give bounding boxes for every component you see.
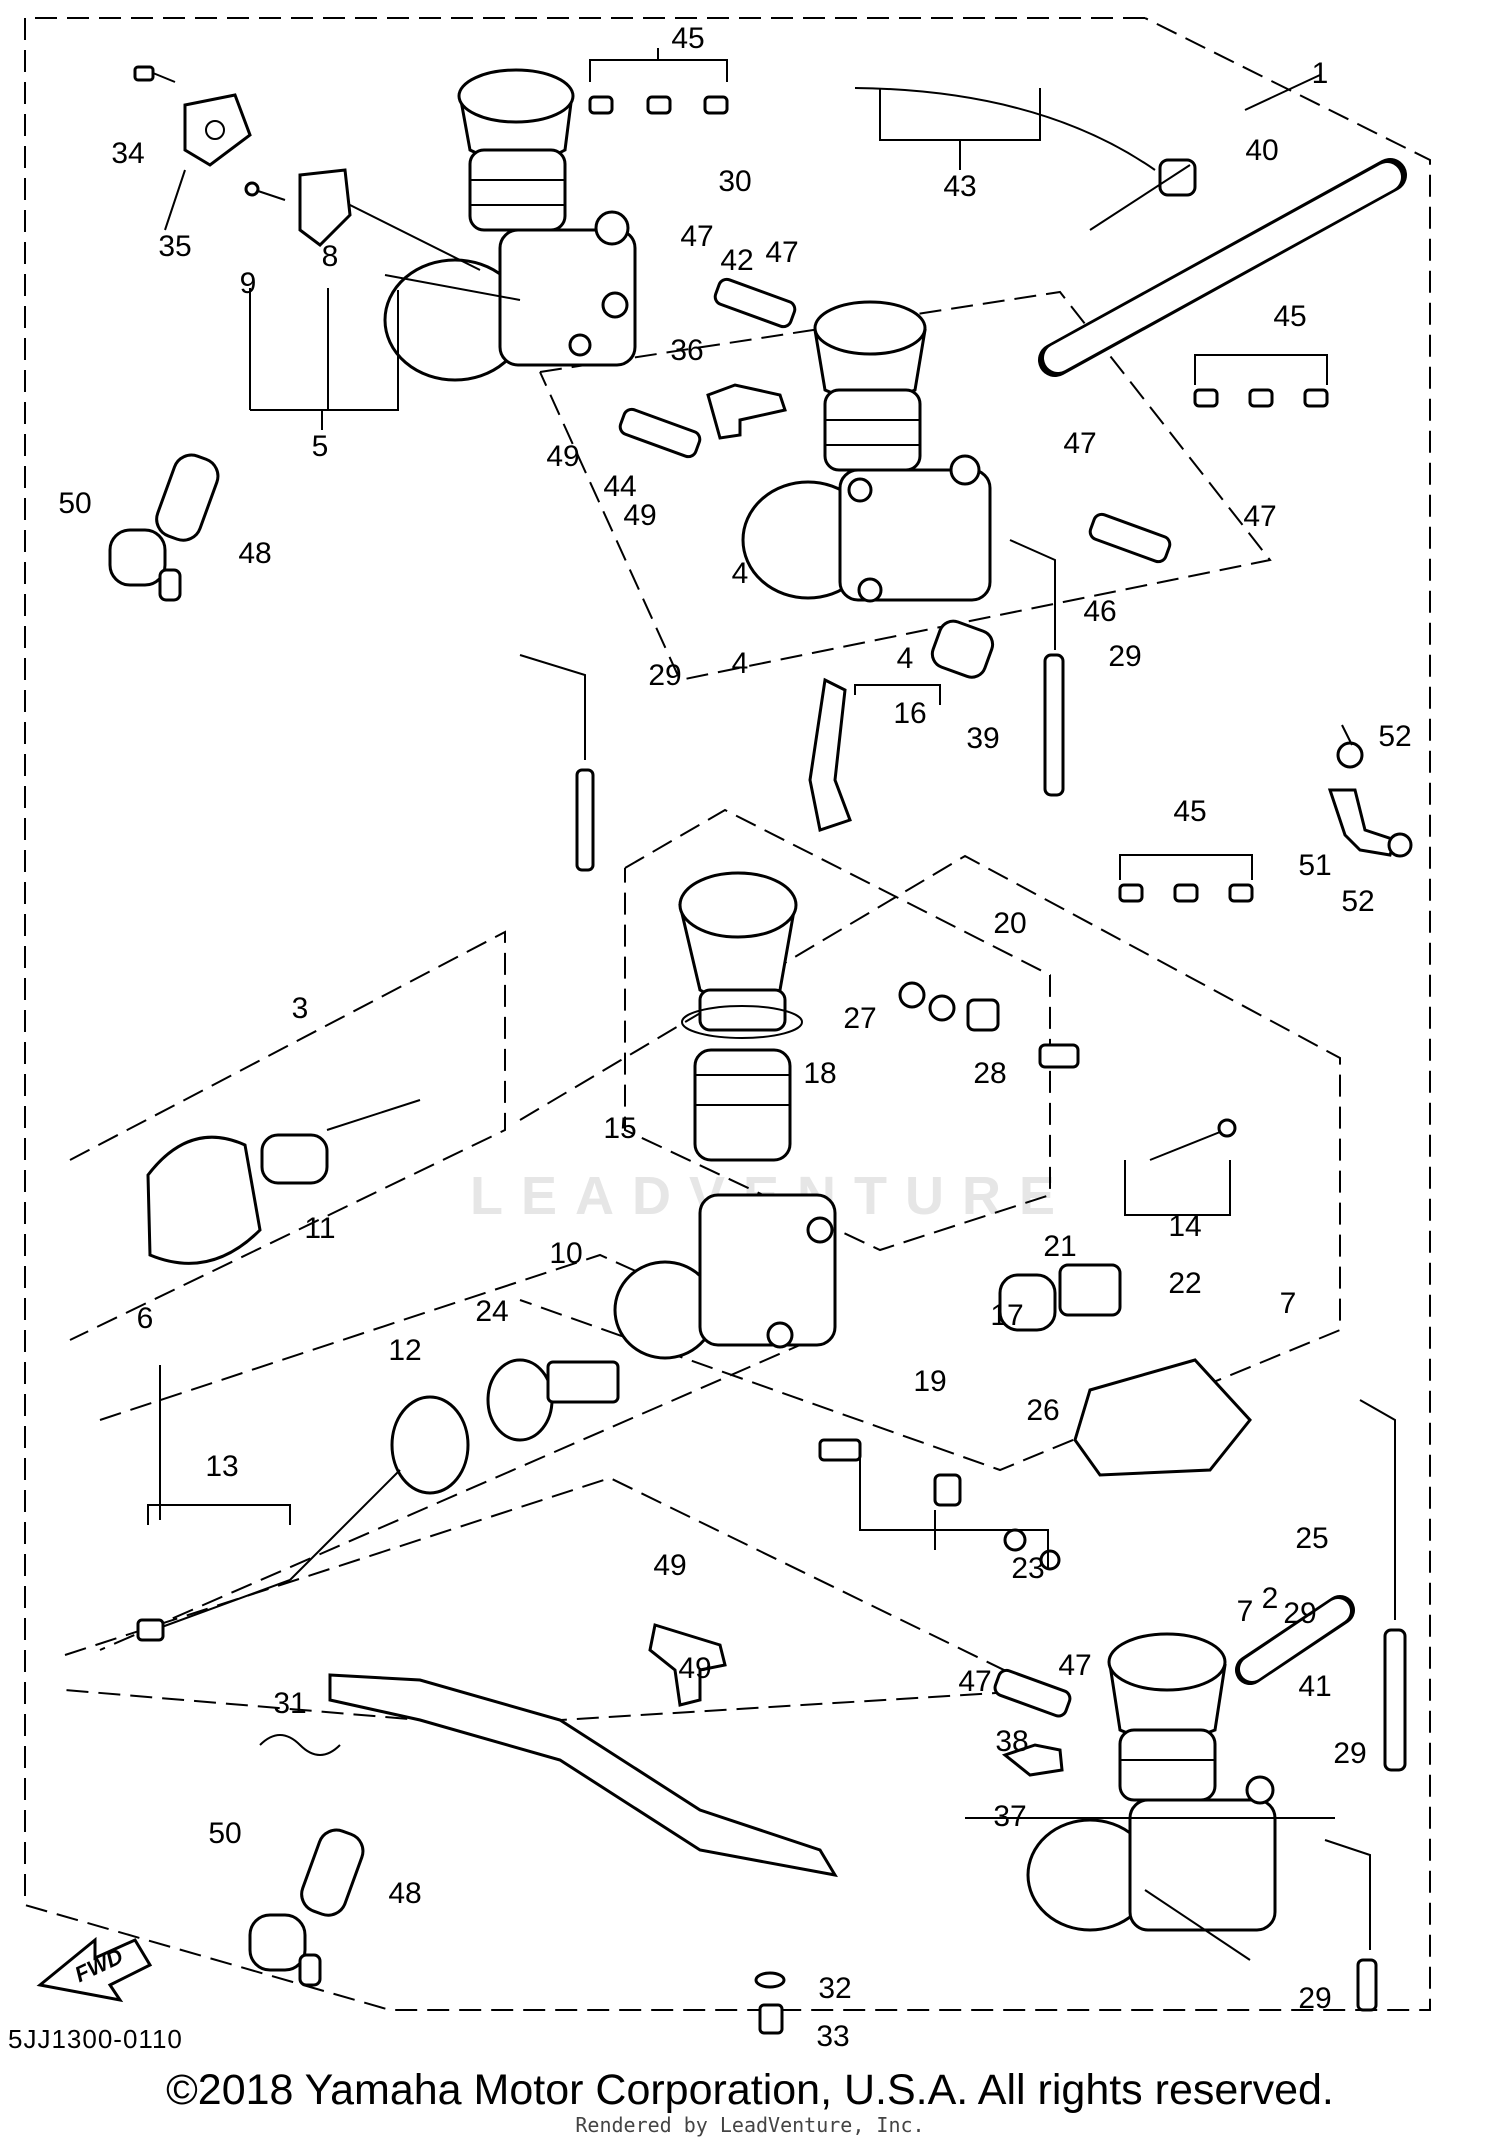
callout-12: 12 <box>388 1334 421 1367</box>
callout-26: 26 <box>1026 1394 1059 1427</box>
callout-37: 37 <box>993 1800 1026 1833</box>
callout-47: 47 <box>1063 427 1096 460</box>
callout-27: 27 <box>843 1002 876 1035</box>
rendered-by-credit: Rendered by LeadVenture, Inc. <box>575 2113 925 2137</box>
callout-35: 35 <box>158 230 191 263</box>
callout-49: 49 <box>678 1652 711 1685</box>
callout-2: 2 <box>1262 1582 1279 1615</box>
callout-47: 47 <box>1243 500 1276 533</box>
callout-46: 46 <box>1083 595 1116 628</box>
sub-assembly-3-boundary <box>69 930 506 1341</box>
callout-45: 45 <box>1173 795 1206 828</box>
callout-39: 39 <box>966 722 999 755</box>
callout-45: 45 <box>671 22 704 55</box>
callout-50: 50 <box>208 1817 241 1850</box>
callout-51: 51 <box>1298 849 1331 882</box>
callout-4: 4 <box>897 642 914 675</box>
leader-lines <box>147 48 1353 1570</box>
callout-19: 19 <box>913 1365 946 1398</box>
callout-47: 47 <box>958 1665 991 1698</box>
callout-52: 52 <box>1378 720 1411 753</box>
callout-48: 48 <box>388 1877 421 1910</box>
callout-44: 44 <box>603 470 636 503</box>
callout-38: 38 <box>995 1725 1028 1758</box>
callout-6: 6 <box>137 1302 154 1335</box>
callout-10: 10 <box>549 1237 582 1270</box>
callout-40: 40 <box>1245 134 1278 167</box>
callout-34: 34 <box>111 137 144 170</box>
callout-7: 7 <box>1280 1287 1297 1320</box>
callout-45: 45 <box>1273 300 1306 333</box>
callout-22: 22 <box>1168 1267 1201 1300</box>
fwd-arrow: FWD <box>36 1936 153 2003</box>
callout-21: 21 <box>1043 1230 1076 1263</box>
callout-17: 17 <box>990 1299 1023 1332</box>
sub-assembly-jets-boundary <box>519 854 1341 1472</box>
diagram-code: 5JJ1300-0110 <box>8 2024 183 2054</box>
callout-5: 5 <box>312 430 329 463</box>
assembly-boundary <box>24 17 1431 2011</box>
small-parts <box>108 65 1413 2035</box>
callout-33: 33 <box>816 2020 849 2053</box>
callout-43: 43 <box>943 170 976 203</box>
callout-3: 3 <box>292 992 309 1025</box>
callout-32: 32 <box>818 1972 851 2005</box>
callout-42: 42 <box>720 244 753 277</box>
callout-29: 29 <box>648 659 681 692</box>
callout-28: 28 <box>973 1057 1006 1090</box>
callout-30: 30 <box>718 165 751 198</box>
callout-8: 8 <box>322 240 339 273</box>
callout-47: 47 <box>765 236 798 269</box>
center-carburetor <box>613 871 837 1360</box>
callout-11: 11 <box>304 1212 335 1245</box>
callout-4: 4 <box>732 647 749 680</box>
callout-29: 29 <box>1298 1982 1331 2015</box>
callout-24: 24 <box>475 1295 508 1328</box>
upper-right-carburetor <box>741 300 992 603</box>
copyright-notice: ©2018 Yamaha Motor Corporation, U.S.A. A… <box>166 2066 1334 2114</box>
callout-1: 1 <box>1312 57 1329 90</box>
callout-52: 52 <box>1341 885 1374 918</box>
callout-41: 41 <box>1298 1670 1331 1703</box>
callout-20: 20 <box>993 907 1026 940</box>
callout-48: 48 <box>238 537 271 570</box>
callout-25: 25 <box>1295 1522 1328 1555</box>
callout-15: 15 <box>603 1112 636 1145</box>
callout-49: 49 <box>623 499 656 532</box>
callout-49: 49 <box>653 1549 686 1582</box>
callout-36: 36 <box>670 334 703 367</box>
sub-assembly-center-boundary <box>624 808 1051 1252</box>
callout-47: 47 <box>1058 1649 1091 1682</box>
callout-16: 16 <box>893 697 926 730</box>
callout-13: 13 <box>205 1450 238 1483</box>
callout-14: 14 <box>1168 1210 1201 1243</box>
callout-29: 29 <box>1283 1597 1316 1630</box>
callout-50: 50 <box>58 487 91 520</box>
callout-29: 29 <box>1333 1737 1366 1770</box>
callout-23: 23 <box>1011 1552 1044 1585</box>
callout-7: 7 <box>1237 1595 1254 1628</box>
callout-9: 9 <box>240 267 257 300</box>
callout-29: 29 <box>1108 640 1141 673</box>
bottom-right-carburetor <box>965 1632 1335 1961</box>
callout-4: 4 <box>732 557 749 590</box>
callout-18: 18 <box>803 1057 836 1090</box>
callout-47: 47 <box>680 220 713 253</box>
sub-assembly-4-boundary <box>539 290 1272 682</box>
callout-49: 49 <box>546 440 579 473</box>
callout-31: 31 <box>273 1687 306 1720</box>
sub-assembly-13-boundary <box>99 1253 803 1651</box>
upper-left-carburetor <box>299 68 637 382</box>
